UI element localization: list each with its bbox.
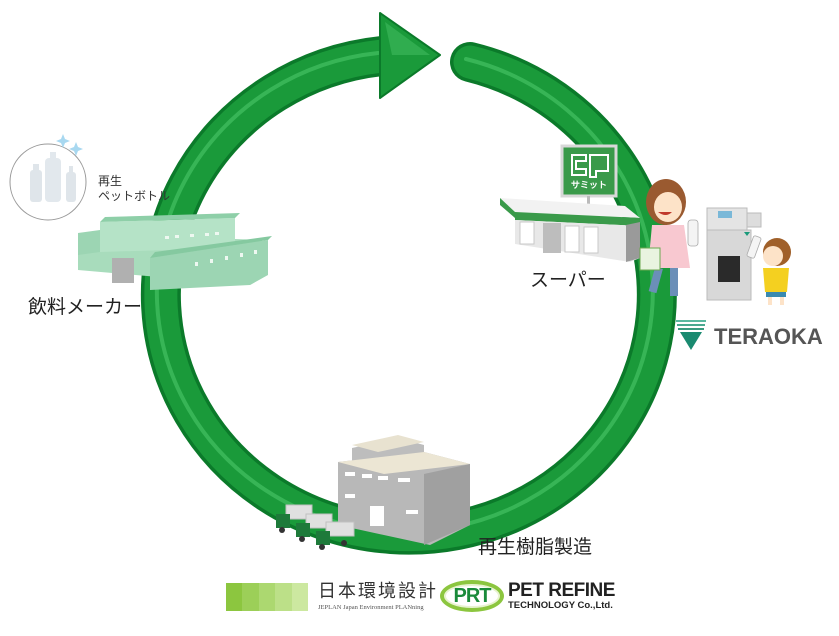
supermarket-store-icon: サミット (500, 144, 640, 262)
truck-fleet-icon (276, 504, 355, 550)
resin-plant-label: 再生樹脂製造 (478, 536, 593, 558)
jeplan-english-name: JEPLAN Japan Environment PLANning (318, 604, 424, 611)
prt-badge-text: PRT (453, 584, 492, 607)
store-sign-text: サミット (571, 180, 607, 191)
teraoka-triangle-icon (676, 320, 706, 350)
woman-shopper-icon (639, 179, 699, 296)
beverage-maker-label: 飲料メーカー (28, 296, 143, 318)
recycling-plant-icon (338, 362, 470, 545)
bottle-label-line2: ペットボトル (98, 189, 171, 203)
teraoka-logo-text: TERAOKA (714, 324, 823, 349)
jeplan-color-bars (226, 582, 309, 611)
prt-company-name: PET REFINE (508, 580, 615, 601)
recycled-bottles-icon (9, 134, 87, 221)
prt-company-sub: TECHNOLOGY Co.,Ltd. (508, 600, 613, 611)
prt-logo: PRT PET REFINE TECHNOLOGY Co.,Ltd. (440, 580, 615, 612)
teraoka-logo: TERAOKA (710, 324, 823, 350)
recycled-bottle-label: 再生 ペットボトル (98, 174, 170, 204)
truck-icon (316, 521, 355, 550)
recycling-machine-icon (706, 207, 762, 301)
bottle-label-line1: 再生 (98, 174, 123, 188)
child-icon (746, 235, 791, 305)
prt-badge-icon: PRT (440, 580, 504, 612)
jeplan-japanese-name: 日本環境設計 (318, 581, 438, 602)
factory-building-icon (78, 213, 272, 290)
jeplan-logo: 日本環境設計 JEPLAN Japan Environment PLANning (226, 582, 438, 611)
supermarket-label: スーパー (530, 269, 606, 291)
